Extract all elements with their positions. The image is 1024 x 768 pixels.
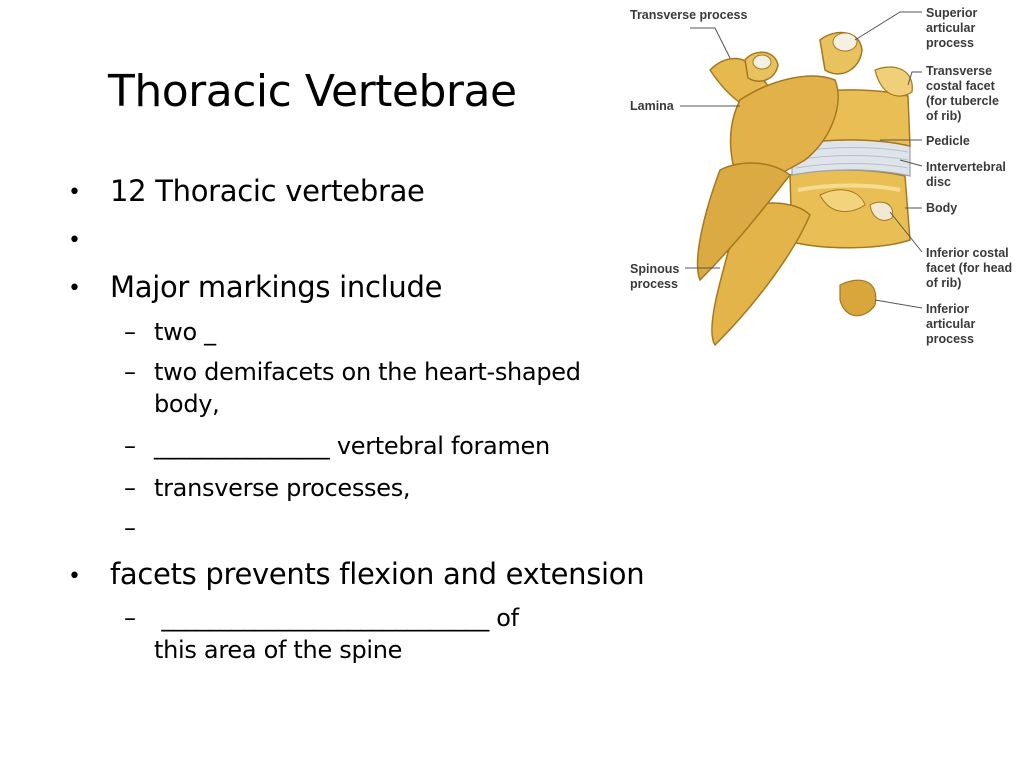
sub-bullet-item: –_______________ vertebral foramen — [124, 432, 550, 460]
sub-bullet-item: –two demifacets on the heart-shaped — [124, 358, 581, 386]
bullet-glyph: • — [68, 276, 81, 301]
sub-bullet-continuation: this area of the spine — [154, 636, 403, 664]
leader-lines — [680, 11, 923, 309]
bullet-glyph: • — [68, 228, 81, 253]
sub-bullet-item: –transverse processes, — [124, 474, 411, 502]
bullet-item: facets prevents flexion and extension — [110, 557, 645, 591]
dash-glyph: – — [124, 318, 136, 346]
sub-bullet-text: transverse processes, — [154, 474, 411, 502]
vertebrae-figure: Transverse process Lamina Spinous proces… — [620, 0, 1024, 360]
vertebrae-illustration — [620, 0, 1024, 360]
bullet-item: Major markings include — [110, 270, 443, 304]
label-transverse-process: Transverse process — [630, 8, 748, 22]
label-inferior-costal-facet: Inferior costal facet (for head of rib) — [926, 246, 1013, 290]
label-transverse-costal-facet: Transverse costal facet (for tubercle of… — [926, 64, 999, 123]
sub-bullet-text: two _ — [154, 318, 216, 346]
sub-bullet-text: ____________________________ of — [154, 604, 519, 632]
bullet-glyph: • — [68, 564, 81, 589]
bullet-item: 12 Thoracic vertebrae — [110, 174, 425, 208]
dash-glyph: – — [124, 604, 136, 632]
sub-bullet-continuation: body, — [154, 390, 220, 418]
label-lamina: Lamina — [630, 99, 674, 113]
dash-glyph: – — [124, 432, 136, 460]
label-superior-articular-process: Superior articular process — [926, 6, 978, 50]
slide-title: Thoracic Vertebrae — [108, 66, 517, 117]
bullet-list: • 12 Thoracic vertebrae • • Major markin… — [68, 174, 645, 664]
sub-bullet-text: two demifacets on the heart-shaped — [154, 358, 581, 386]
bullet-glyph: • — [68, 180, 81, 205]
label-inferior-articular-process: Inferior articular process — [926, 302, 976, 346]
label-body: Body — [926, 201, 958, 215]
dash-glyph: – — [124, 358, 136, 386]
dash-glyph: – — [124, 514, 136, 542]
label-intervertebral-disc: Intervertebral disc — [926, 160, 1006, 189]
sub-bullet-text: _______________ vertebral foramen — [154, 432, 550, 460]
label-spinous-process: Spinous process — [630, 262, 680, 291]
sub-bullet-item: – — [124, 514, 154, 542]
dash-glyph: – — [124, 474, 136, 502]
sub-bullet-item: – ____________________________ of — [124, 604, 519, 632]
sub-bullet-item: –two _ — [124, 318, 216, 346]
upper-vertebra — [696, 31, 913, 282]
label-pedicle: Pedicle — [926, 134, 970, 148]
